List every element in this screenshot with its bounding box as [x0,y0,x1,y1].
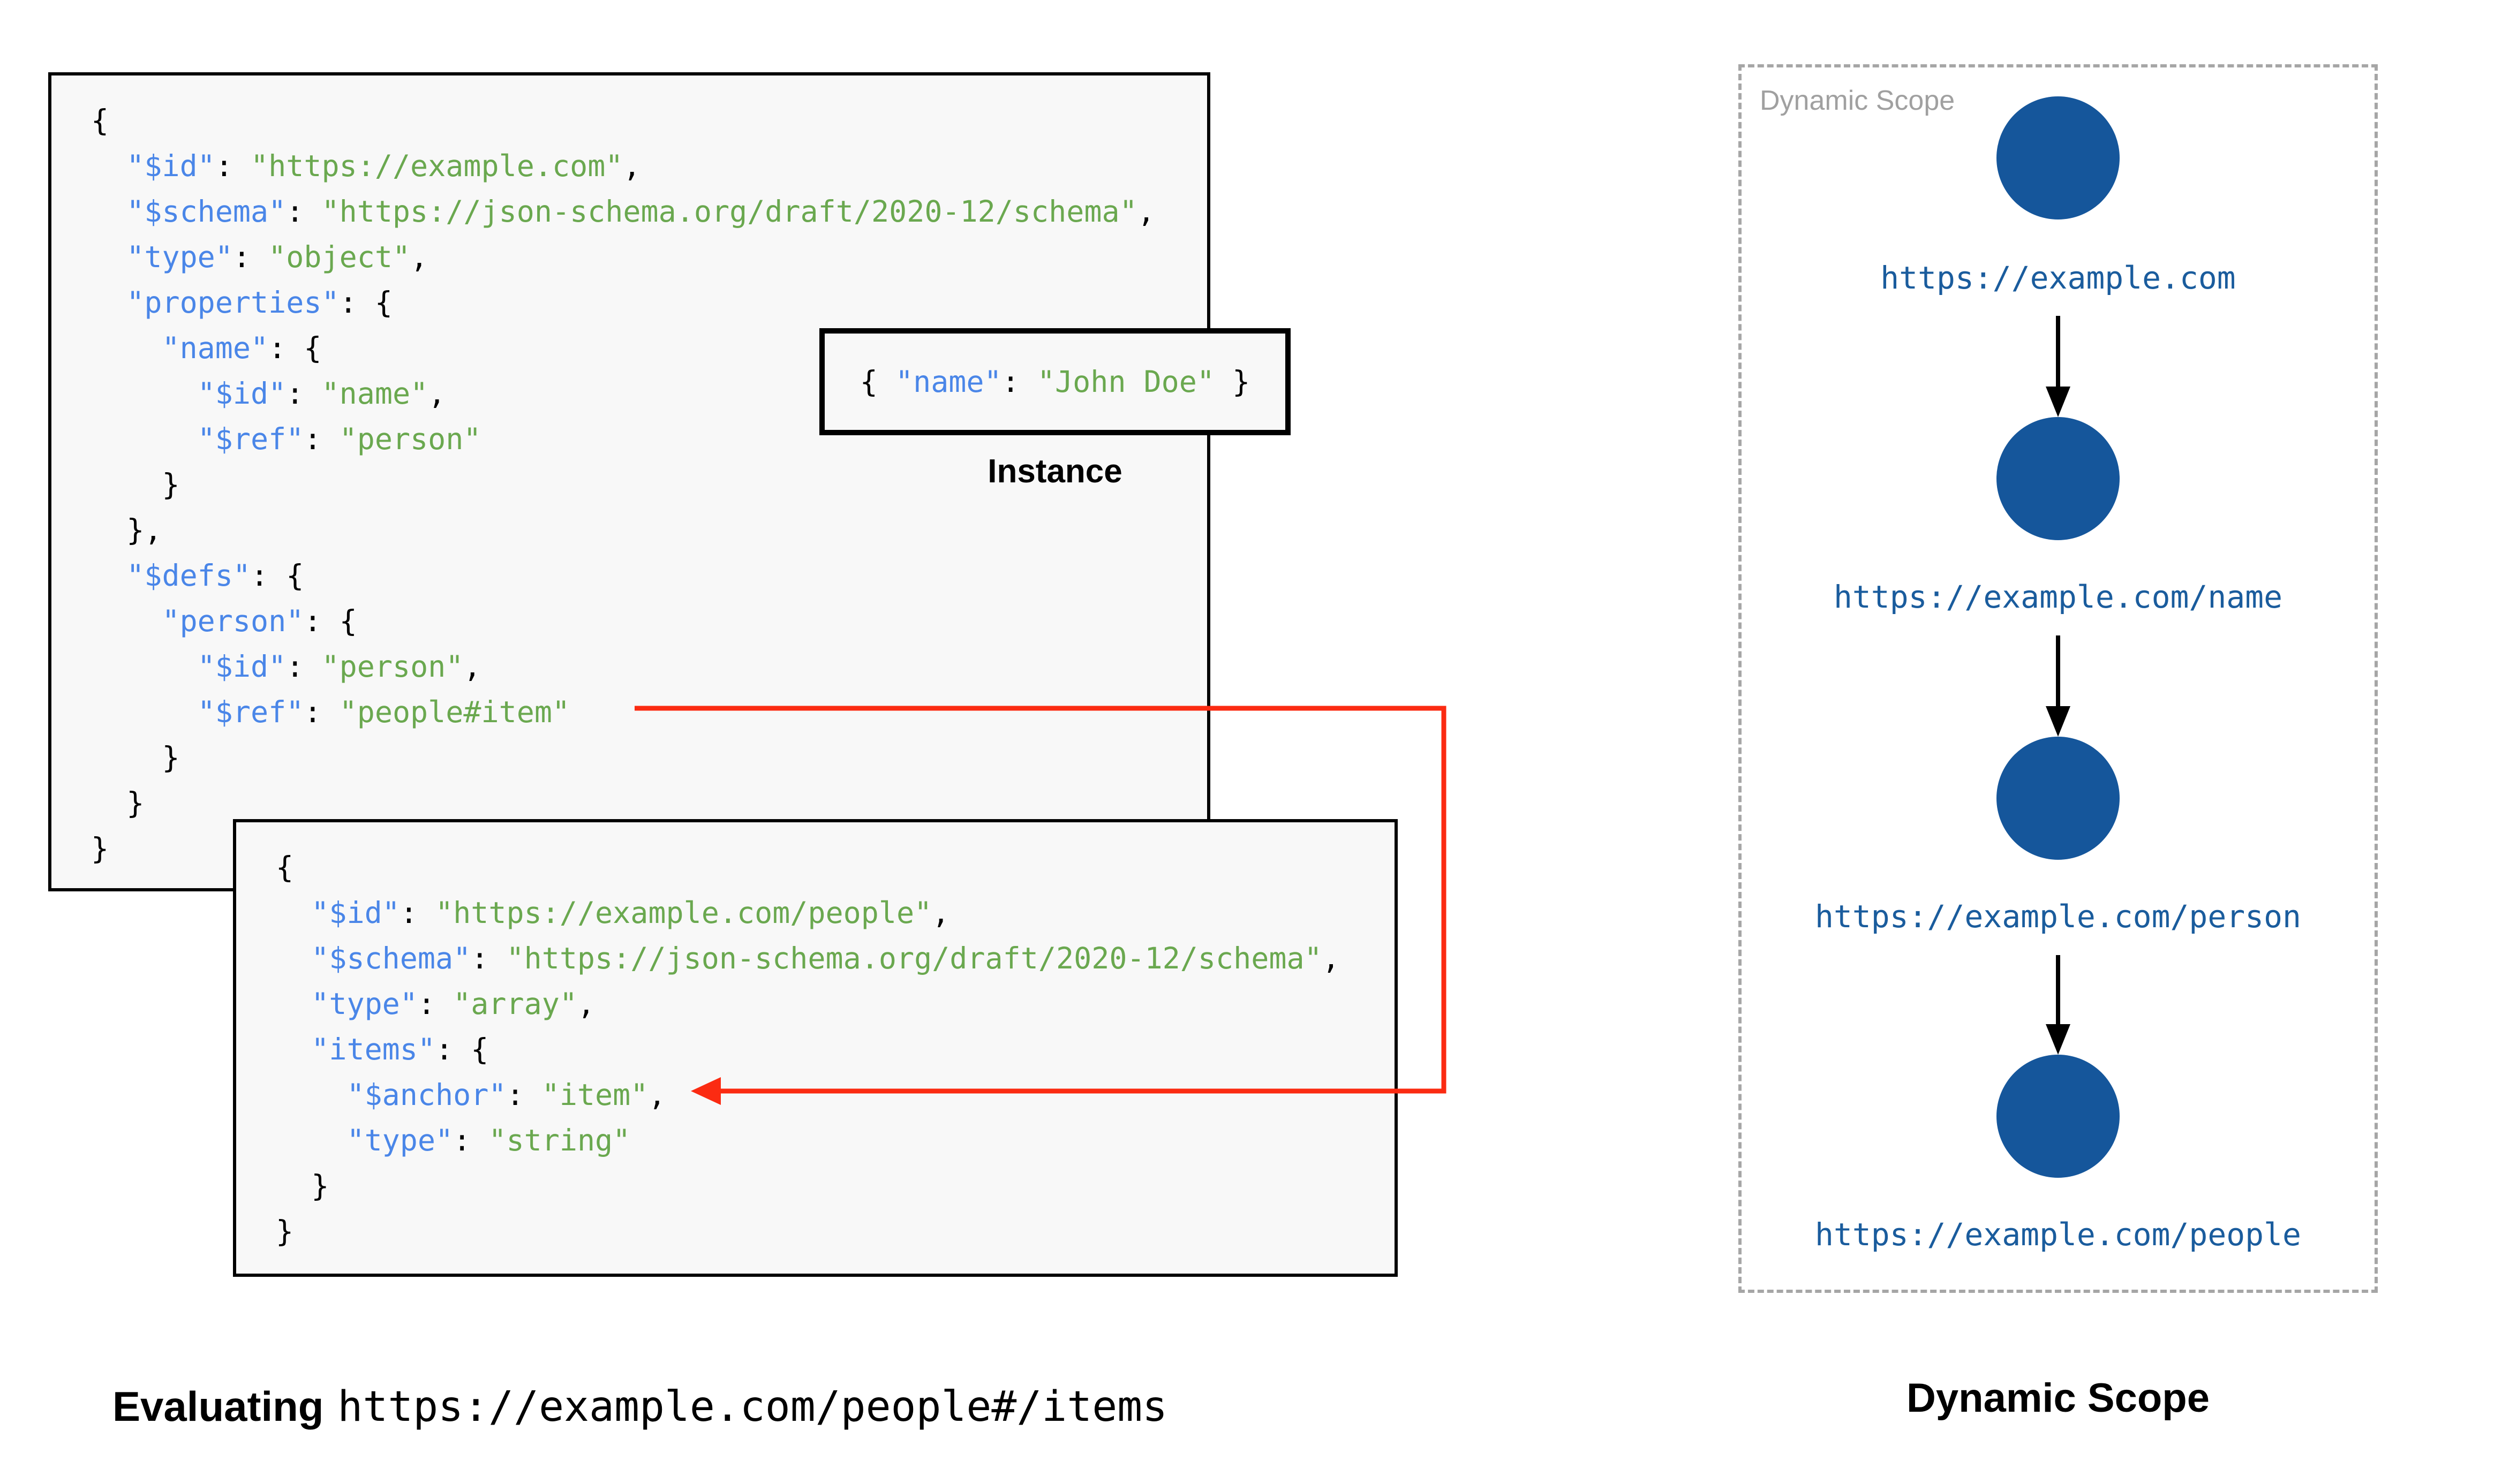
schema1-code-box: { "$id": "https://example.com", "$schema… [48,72,1210,891]
code-line: } [91,786,145,820]
code-line: } [91,831,109,866]
code-line: "$id": "name", [197,376,446,411]
code-line: "$ref": "person" [197,422,481,456]
code-line: } [276,1214,294,1248]
scope-node-circle-1 [1996,96,2120,219]
evaluating-caption-prefix: Evaluating [112,1383,324,1430]
dynamic-scope-panel-label: Dynamic Scope [1760,85,1955,116]
code-line: } [91,467,180,502]
scope-node-circle-3 [1996,737,2120,860]
schema1-code: { "$id": "https://example.com", "$schema… [51,75,1207,888]
code-line: "$schema": "https://json-schema.org/draf… [126,194,1155,229]
code-line: "type": "string" [346,1123,631,1157]
code-line: } [91,740,180,775]
evaluating-caption: Evaluating https://example.com/people#/it… [112,1381,1167,1432]
code-line: } [276,1169,329,1203]
instance-label: Instance [988,453,1122,490]
code-line: "$id": "https://example.com", [126,149,641,183]
code-line: { [276,850,294,884]
code-line: "$id": "https://example.com/people", [311,896,950,930]
scope-node-label-2: https://example.com/name [1833,579,2283,615]
scope-node-label-4: https://example.com/people [1815,1216,2301,1253]
dynamic-scope-caption: Dynamic Scope [1906,1375,2210,1421]
code-line: "$defs": { [126,558,304,593]
schema2-code-box: { "$id": "https://example.com/people", "… [233,819,1398,1277]
instance-code: { "name": "John Doe" } [860,365,1250,399]
dynamic-scope-panel [1738,64,2378,1293]
scope-node-circle-4 [1996,1055,2120,1178]
code-line: "$anchor": "item", [346,1078,666,1112]
code-line: "name": { [162,331,322,365]
scope-node-label-1: https://example.com [1880,260,2236,296]
code-line: "$schema": "https://json-schema.org/draf… [311,941,1340,975]
code-line: "$ref": "people#item" [197,695,570,729]
code-line: }, [91,513,162,547]
instance-code-box: { "name": "John Doe" } [819,328,1291,435]
code-line: { [91,103,109,138]
code-line: { "name": "John Doe" } [860,365,1250,399]
code-line: "properties": { [126,285,393,320]
evaluating-caption-uri: https://example.com/people#/items [337,1383,1168,1431]
code-line: "type": "object", [126,240,428,274]
code-line: "person": { [162,604,357,638]
scope-node-circle-2 [1996,417,2120,540]
code-line: "$id": "person", [197,649,481,684]
code-line: "items": { [311,1032,489,1066]
scope-node-label-3: https://example.com/person [1815,898,2301,935]
code-line: "type": "array", [311,987,596,1021]
schema2-code: { "$id": "https://example.com/people", "… [236,822,1395,1274]
